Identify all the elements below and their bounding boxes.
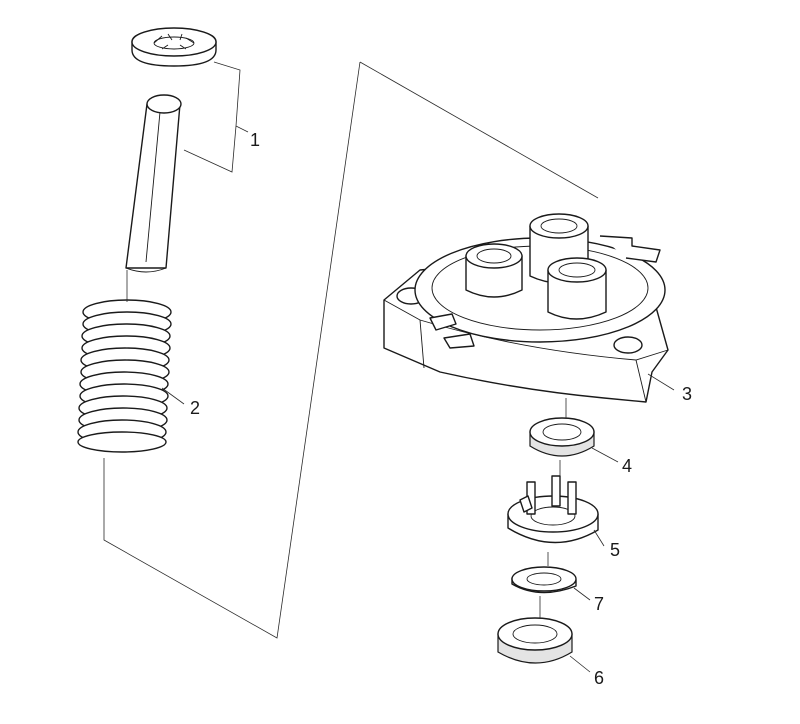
flat-washer <box>511 552 577 594</box>
callout-labels: 1 2 3 4 5 7 6 <box>190 130 692 688</box>
callout-1: 1 <box>250 130 260 150</box>
retainer <box>507 460 599 544</box>
callout-5: 5 <box>610 540 620 560</box>
callout-2: 2 <box>190 398 200 418</box>
callout-4: 4 <box>622 456 632 476</box>
assembly-bracket <box>103 61 599 639</box>
pin <box>125 94 182 273</box>
compression-spring <box>77 270 172 453</box>
star-lock-washer <box>131 27 217 67</box>
seal <box>497 596 573 664</box>
bushing <box>529 398 595 457</box>
valve-housing <box>383 213 669 403</box>
callout-7: 7 <box>594 594 604 614</box>
callout-6: 6 <box>594 668 604 688</box>
callout-3: 3 <box>682 384 692 404</box>
leader-lines <box>161 61 675 673</box>
